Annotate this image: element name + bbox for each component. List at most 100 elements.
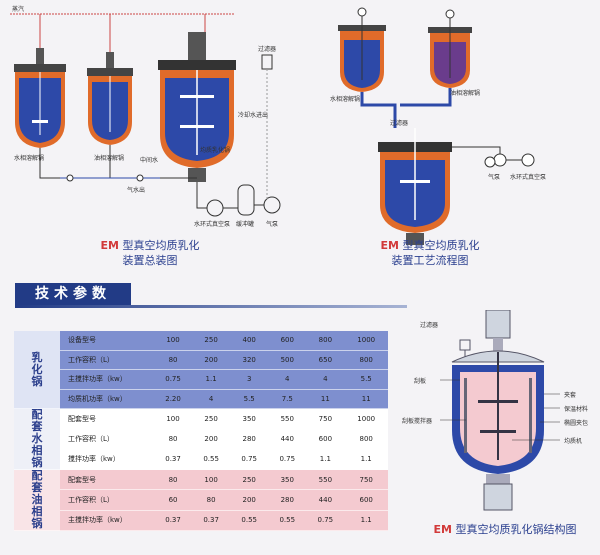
flow-oil-tank-label: 油相溶解锅 bbox=[450, 90, 481, 97]
value-cell: 750 bbox=[344, 469, 388, 491]
flow-oil-tank bbox=[428, 9, 472, 88]
value-cell: 11 bbox=[306, 389, 345, 409]
value-cell: 80 bbox=[154, 428, 193, 450]
value-cell: 200 bbox=[192, 428, 231, 450]
medium-water-label: 中间水 bbox=[140, 157, 159, 164]
structure-oval-seal-label: 椭圆夹包 bbox=[564, 420, 589, 427]
structure-jacket-label: 夹套 bbox=[564, 392, 577, 399]
water-tank-label: 水相溶解锅 bbox=[14, 155, 45, 162]
structure-scraper-label: 刮板 bbox=[414, 378, 427, 385]
value-cell: 5.5 bbox=[230, 389, 269, 409]
value-cell: 550 bbox=[306, 469, 345, 491]
value-cell: 800 bbox=[344, 350, 388, 370]
value-cell: 5.5 bbox=[344, 369, 388, 390]
value-cell: 0.75 bbox=[268, 449, 307, 471]
structure-caption-em: EM bbox=[433, 523, 452, 536]
value-cell: 600 bbox=[306, 428, 345, 450]
structure-insulation-label: 保温材料 bbox=[564, 406, 589, 413]
value-cell: 250 bbox=[192, 408, 231, 430]
value-cell: 440 bbox=[306, 489, 345, 511]
oil-tank-vessel bbox=[87, 52, 133, 145]
pump-label: 气泵 bbox=[266, 221, 279, 228]
structure-filter-label: 过滤器 bbox=[420, 322, 439, 329]
value-cell: 550 bbox=[268, 408, 307, 430]
value-cell: 0.75 bbox=[154, 369, 193, 390]
param-cell: 搅拌功率（kw） bbox=[60, 449, 154, 471]
process-caption-line2: 装置工艺流程图 bbox=[391, 254, 469, 267]
value-cell: 1.1 bbox=[192, 369, 231, 390]
value-cell: 250 bbox=[192, 331, 231, 351]
main-emulsifier-vessel bbox=[158, 32, 236, 182]
value-cell: 100 bbox=[192, 469, 231, 491]
water-tank-vessel bbox=[14, 48, 66, 148]
param-cell: 工作容积（L） bbox=[60, 489, 154, 511]
assembly-caption-em: EM bbox=[100, 239, 119, 252]
title-underline bbox=[15, 305, 407, 308]
value-cell: 2.20 bbox=[154, 389, 193, 409]
process-flow-drawing bbox=[338, 7, 535, 245]
assembly-caption: EM 型真空均质乳化 装置总装图 bbox=[60, 238, 240, 268]
table-row: 乳化锅 设备型号 100 250 400 600 800 1000 bbox=[14, 331, 388, 409]
flow-water-tank-label: 水相溶解锅 bbox=[330, 96, 361, 103]
param-cell: 主搅拌功率（kw） bbox=[60, 369, 154, 390]
flow-main-tank bbox=[378, 128, 452, 245]
value-cell: 80 bbox=[154, 350, 193, 370]
param-cell: 工作容积（L） bbox=[60, 428, 154, 450]
value-cell: 350 bbox=[268, 469, 307, 491]
table-row: 工作容积（L） 80 200 280 440 600 800 bbox=[14, 428, 388, 450]
value-cell: 200 bbox=[230, 489, 269, 511]
main-tank-label: 均质乳化锅 bbox=[200, 147, 231, 154]
value-cell: 600 bbox=[268, 331, 307, 351]
process-caption-em: EM bbox=[380, 239, 399, 252]
group-label-oil-tank: 配套油相锅 bbox=[14, 469, 60, 531]
table-row: 主搅拌功率（kw） 0.75 1.1 3 4 4 5.5 bbox=[14, 369, 388, 390]
table-row: 均质机功率（kw） 2.20 4 5.5 7.5 11 11 bbox=[14, 389, 388, 409]
table-row: 配套水相锅 配套型号 100 250 350 550 750 1000 bbox=[14, 408, 388, 470]
value-cell: 0.37 bbox=[154, 510, 193, 532]
structure-drawing bbox=[440, 309, 560, 511]
vacuum-pump-label: 水环式真空泵 bbox=[194, 221, 231, 228]
assembly-drawing bbox=[10, 13, 281, 217]
value-cell: 0.55 bbox=[230, 510, 269, 532]
param-cell: 配套型号 bbox=[60, 408, 154, 430]
param-cell: 均质机功率（kw） bbox=[60, 389, 154, 409]
param-cell: 主搅拌功率（kw） bbox=[60, 510, 154, 532]
process-flow-diagram: 水相溶解锅 油相溶解锅 过滤器 气泵 水环式真空泵 bbox=[300, 0, 600, 270]
structure-scraper-mixer-label: 刮板搅拌器 bbox=[402, 418, 433, 425]
cooling-outlet-label: 冷却水进出 bbox=[238, 112, 269, 119]
value-cell: 1.1 bbox=[344, 510, 388, 532]
group-label-emulsifier: 乳化锅 bbox=[14, 331, 60, 409]
value-cell: 4 bbox=[306, 369, 345, 390]
value-cell: 280 bbox=[268, 489, 307, 511]
structure-diagram: 过滤器 刮板 刮板搅拌器 夹套 保温材料 椭圆夹包 均质机 bbox=[400, 309, 600, 515]
param-cell: 配套型号 bbox=[60, 469, 154, 491]
value-cell: 750 bbox=[306, 408, 345, 430]
value-cell: 4 bbox=[192, 389, 231, 409]
value-cell: 200 bbox=[192, 350, 231, 370]
value-cell: 4 bbox=[268, 369, 307, 390]
value-cell: 800 bbox=[344, 428, 388, 450]
table-row: 工作容积（L） 80 200 320 500 650 800 bbox=[14, 350, 388, 370]
table-row: 搅拌功率（kw） 0.37 0.55 0.75 0.75 1.1 1.1 bbox=[14, 449, 388, 471]
value-cell: 600 bbox=[344, 489, 388, 511]
value-cell: 0.37 bbox=[192, 510, 231, 532]
assembly-caption-line2: 装置总装图 bbox=[122, 254, 178, 267]
flow-vacuum-pump-label: 水环式真空泵 bbox=[510, 174, 547, 181]
value-cell: 400 bbox=[230, 331, 269, 351]
value-cell: 3 bbox=[230, 369, 269, 390]
value-cell: 650 bbox=[306, 350, 345, 370]
value-cell: 0.55 bbox=[192, 449, 231, 471]
flow-filter-label: 过滤器 bbox=[390, 120, 409, 127]
value-cell: 280 bbox=[230, 428, 269, 450]
value-cell: 7.5 bbox=[268, 389, 307, 409]
structure-caption-rest: 型真空均质乳化锅结构图 bbox=[455, 523, 577, 536]
table-row: 工作容积（L） 60 80 200 280 440 600 bbox=[14, 489, 388, 511]
value-cell: 60 bbox=[154, 489, 193, 511]
assembly-diagram: 蒸汽 水相溶解锅 油相溶解锅 均质乳化锅 过滤器 中间水 冷却水进出 气水出 水… bbox=[0, 0, 300, 270]
structure-caption: EM 型真空均质乳化锅结构图 bbox=[410, 522, 600, 537]
value-cell: 0.55 bbox=[268, 510, 307, 532]
spec-table: 乳化锅 设备型号 100 250 400 600 800 1000 工作容积（L… bbox=[14, 331, 388, 532]
value-cell: 440 bbox=[268, 428, 307, 450]
value-cell: 350 bbox=[230, 408, 269, 430]
group-label-water-tank: 配套水相锅 bbox=[14, 408, 60, 470]
